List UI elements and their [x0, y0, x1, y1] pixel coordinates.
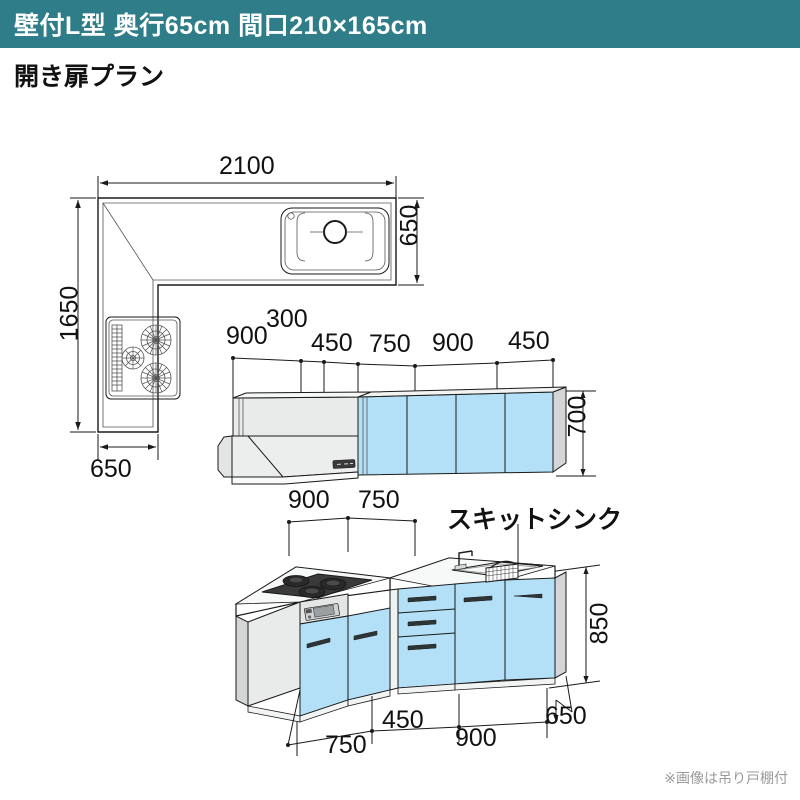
plan-subtitle: 開き扉プラン	[14, 63, 165, 91]
sink-door-b	[504, 577, 556, 681]
lower-dim-850-label: 850	[585, 602, 614, 645]
handle-drawer-3	[407, 643, 437, 651]
plan-cooktop	[105, 316, 181, 400]
upper-dim-750-label: 750	[369, 330, 411, 358]
lower-bottom-dim	[286, 675, 573, 756]
faucet	[458, 550, 473, 566]
plan-counter-outline	[97, 197, 397, 433]
lower-dim-450-bottom-label: 450	[382, 706, 424, 734]
lower-dim-650-bottom-label: 650	[545, 702, 587, 730]
plan-dim-2100-label: 2100	[219, 152, 275, 180]
footnote: ※画像は吊り戸棚付	[664, 770, 788, 786]
left-door-a	[299, 615, 349, 717]
lower-dim-900-top-label: 900	[288, 486, 330, 514]
handle-sink-a	[463, 595, 493, 603]
upper-dim-900-label: 900	[226, 322, 268, 350]
plan-faucet-hole	[287, 212, 295, 220]
plan-dim-650-bottom-label: 650	[90, 455, 132, 483]
handle-left-b	[353, 630, 378, 641]
lower-dim-750-top-label: 750	[358, 486, 400, 514]
lower-dim-900-bottom-label: 900	[455, 724, 497, 752]
range-hood	[217, 435, 359, 485]
handle-left-a	[306, 637, 331, 649]
plan-sink	[280, 207, 390, 275]
page-title: 壁付L型 奥行65cm 間口210×165cm	[14, 12, 428, 40]
right-run-cabinets	[389, 571, 567, 695]
handle-drawer-1	[407, 595, 437, 603]
cooktop-burners	[282, 575, 347, 598]
upper-dim-900b-label: 900	[432, 329, 474, 357]
plan-dim-1650-left	[70, 197, 96, 433]
plan-burner-1	[140, 324, 172, 356]
sink-elevation	[451, 550, 544, 583]
left-run-cabinets	[235, 593, 391, 723]
upper-dim-300-label: 300	[266, 305, 308, 333]
lower-dim-850	[548, 564, 601, 689]
left-door-b	[347, 607, 391, 701]
handle-drawer-2	[407, 619, 437, 627]
upper-blue-doors	[357, 386, 567, 476]
upper-left-grey-cabinet	[232, 391, 372, 438]
title-bar: 壁付L型 奥行65cm 間口210×165cm	[0, 0, 800, 48]
upper-dim-450b-label: 450	[508, 327, 550, 355]
upper-dim-ticks	[231, 356, 555, 410]
plan-dim-650-bottom	[97, 434, 159, 460]
plan-dim-650-right	[398, 197, 424, 286]
cooktop-elevation	[261, 573, 373, 599]
plan-corner-miter	[102, 202, 154, 281]
upper-dim-450a-label: 450	[311, 329, 353, 357]
sink-basket	[485, 560, 519, 583]
lower-top-dim	[287, 516, 417, 556]
lower-dim-750-bottom-label: 750	[325, 731, 367, 759]
sink-door-a	[454, 579, 506, 685]
skit-sink-callout: スキットシンク	[447, 506, 623, 534]
plan-burner-2	[121, 346, 145, 370]
handle-sink-b	[513, 593, 543, 599]
plan-burner-3	[140, 362, 172, 394]
